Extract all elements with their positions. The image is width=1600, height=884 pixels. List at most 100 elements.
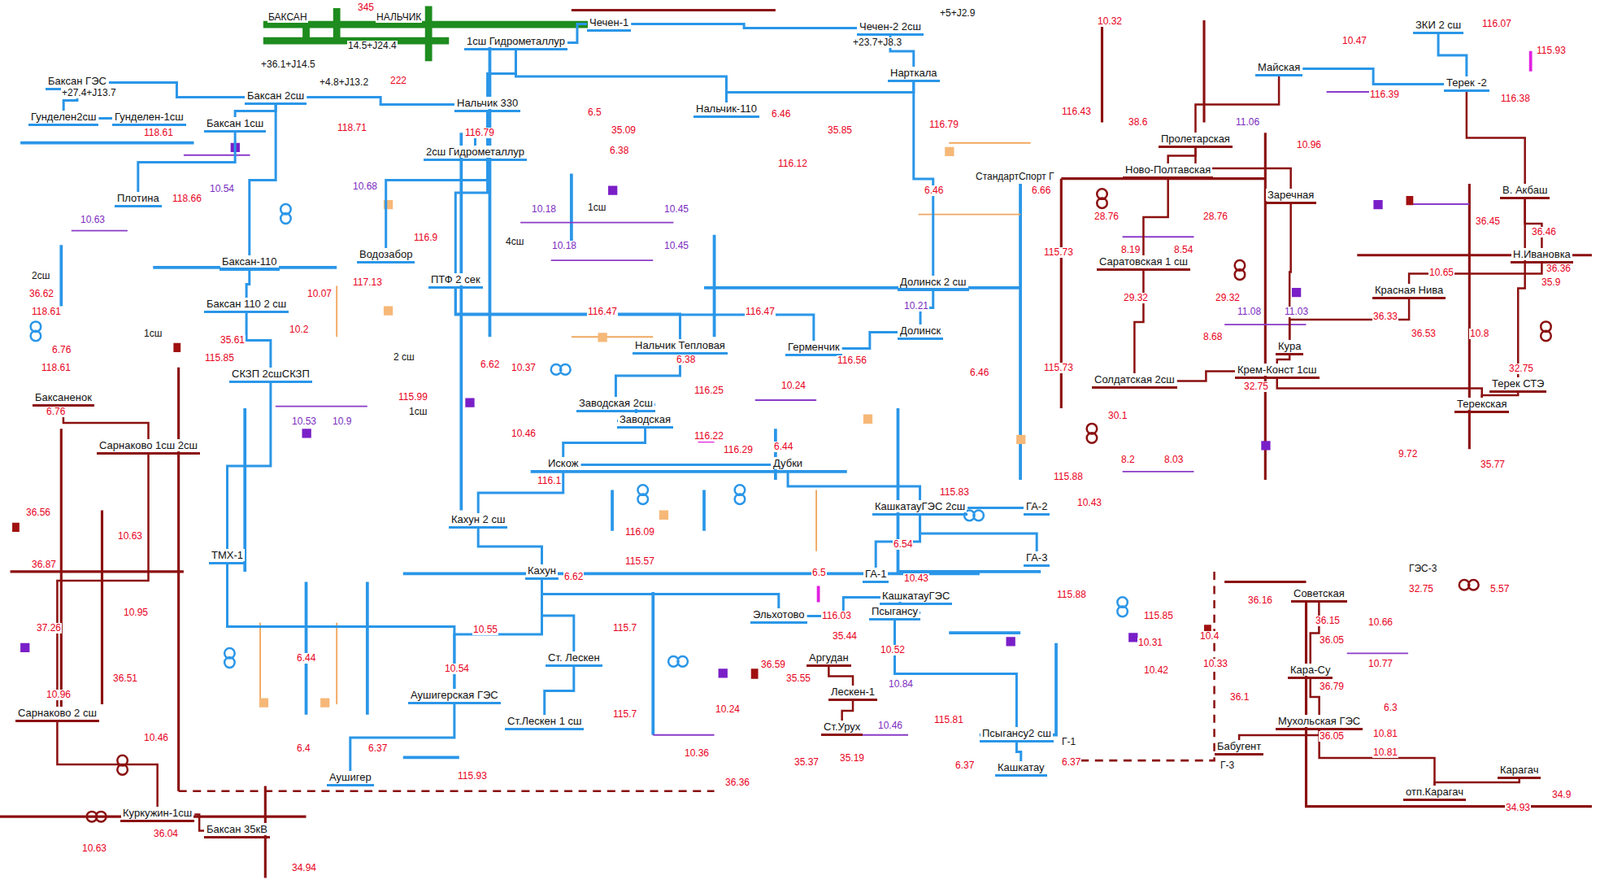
power-line: [920, 515, 1038, 552]
substation-bus: Нальчик 330: [454, 96, 521, 113]
measurement-value: 8.68: [1202, 331, 1223, 343]
substation-name: Баксан 2сш: [245, 89, 306, 102]
measurement-value: 34.9: [1551, 789, 1572, 800]
substation-bus: ПТФ 2 сек: [428, 273, 483, 289]
power-line: [227, 564, 455, 689]
measurement-value: 6.37: [367, 743, 388, 754]
power-line: [1310, 678, 1320, 715]
power-line: [108, 82, 245, 98]
line-path: [1289, 299, 1409, 340]
measurement-value: 10.9: [331, 416, 353, 427]
power-line: [515, 50, 727, 103]
measurement-value: 116.56: [836, 355, 868, 366]
measurement-value: 222: [389, 75, 408, 87]
power-line: [1408, 263, 1542, 284]
substation-name: Псыгансу2 сш: [980, 726, 1053, 740]
measurement-value: 6.54: [892, 539, 914, 550]
measurement-value: 10.43: [1076, 497, 1103, 509]
measurement-value: 10.96: [1295, 139, 1322, 151]
substation-bus: Аушигерская ГЭС: [408, 688, 501, 705]
substation-name: Аушигер: [327, 770, 374, 783]
substation-name: Аушигерская ГЭС: [408, 688, 500, 701]
line-path: [544, 666, 574, 715]
substation-bus: Заводская: [617, 413, 674, 429]
substation-name: Нальчик-110: [694, 102, 759, 115]
power-line: [56, 454, 148, 707]
measurement-value: 116.12: [777, 158, 809, 170]
line-path: [842, 332, 898, 349]
substation-name: Ст. Лескен: [546, 651, 602, 664]
measurement-value: 6.5: [811, 567, 827, 579]
substation-bus: Кахун 2 сш: [448, 513, 508, 529]
substation-name: Аргудан: [807, 651, 851, 664]
line-path: [455, 288, 814, 341]
power-line: [630, 24, 857, 29]
power-line: [1438, 34, 1467, 77]
power-line: [541, 579, 574, 652]
power-line: [1134, 270, 1144, 374]
power-line: [895, 620, 1018, 727]
measurement-value: 36.05: [1318, 730, 1345, 742]
substation-bus: Н.Ивановка: [1510, 247, 1574, 264]
line-path: [913, 82, 934, 276]
line-path: [541, 579, 574, 652]
power-line: [875, 515, 920, 568]
line-path: [1310, 602, 1320, 664]
measurement-value: 10.07: [306, 288, 333, 300]
substation-name: Баксан 1сш: [204, 117, 266, 130]
substation-name: Долинск 2 сш: [898, 275, 969, 288]
power-line: [1434, 778, 1520, 786]
substation-bus: ЗКИ 2 сш: [1413, 18, 1464, 35]
substation-name: Терек -2: [1444, 76, 1489, 89]
section-label: 1сш: [586, 202, 607, 214]
measurement-value: 28.76: [1202, 211, 1229, 222]
measurement-value: 32.75: [1508, 363, 1535, 374]
measurement-value: 38.6: [1127, 117, 1148, 128]
line-path: [895, 620, 1018, 727]
line-path: [246, 313, 271, 368]
measurement-value: 36.59: [760, 659, 787, 670]
measurement-value: 116.47: [744, 306, 776, 318]
power-line: [1143, 178, 1168, 256]
measurement-value: 36.46: [1530, 226, 1557, 238]
substation-bus: Нарткала: [887, 66, 940, 83]
line-path: [227, 382, 271, 549]
power-line: [967, 507, 1024, 509]
substation-name: Красная Нива: [1373, 283, 1445, 296]
line-path: [1016, 742, 1021, 761]
measurement-value: 6.38: [608, 145, 630, 157]
power-line: [1310, 602, 1320, 664]
load-squares-purple: [20, 143, 1383, 679]
power-line: [1177, 371, 1235, 382]
substation-name: Сарнаково 1сш 2сш: [97, 439, 200, 452]
line-path: [615, 354, 680, 397]
power-line: [1302, 69, 1444, 85]
substation-bus: Гунделен-1сш: [112, 110, 187, 127]
substation-bus: Красная Нива: [1372, 283, 1446, 300]
substation-bus: Солдатская 2сш: [1091, 373, 1178, 389]
measurement-value: 6.3: [1382, 702, 1399, 714]
measurement-value: 116.22: [693, 430, 725, 442]
measurement-value: 10.63: [81, 843, 108, 854]
substation-bus: Чечен-1: [586, 16, 631, 32]
measurement-value: 6.62: [563, 571, 584, 583]
measurement-value: 35.55: [785, 673, 812, 684]
substation-bus: КашкатауГЭС 2сш: [872, 500, 968, 516]
measurement-value: 116.9: [413, 232, 439, 244]
measurement-value: 36.45: [1474, 216, 1501, 227]
measurement-value: 36.15: [1314, 615, 1341, 627]
measurement-value: 36.53: [1410, 328, 1437, 340]
substation-name: Герменчик: [786, 340, 842, 353]
line-110kv: [20, 40, 1057, 757]
measurement-value: 34.93: [1504, 802, 1531, 814]
measurement-value: 36.36: [724, 777, 751, 788]
measurement-value: 116.47: [586, 306, 618, 318]
substation-name: Водозабор: [357, 247, 414, 261]
substation-bus: Плотина: [114, 191, 162, 208]
power-line: [567, 24, 587, 44]
power-line: [580, 464, 771, 466]
line-path: [350, 704, 455, 771]
substation-bus: Бабугент: [1214, 739, 1264, 756]
substation-bus: Сарнаково 1сш 2сш: [96, 439, 200, 455]
section-label: +36.1+J14.5: [260, 59, 317, 70]
